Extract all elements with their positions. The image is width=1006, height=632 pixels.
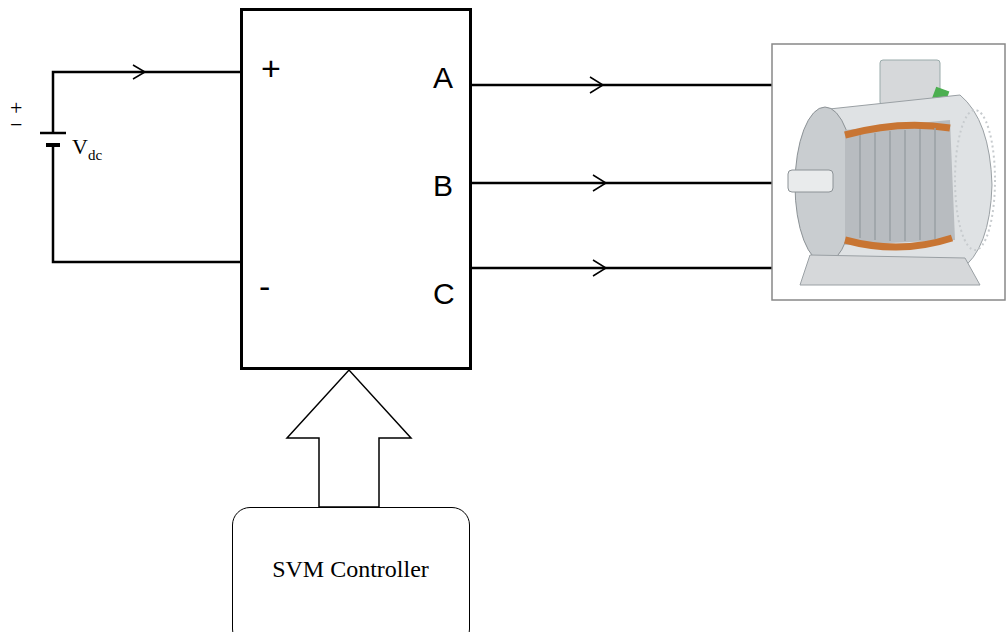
control-arrow [287, 370, 411, 507]
terminal-label: C [433, 279, 455, 309]
terminal-label: - [259, 269, 270, 303]
controller-box: SVM Controller [232, 507, 470, 632]
terminal-label: B [433, 171, 453, 201]
motor-illustration [772, 44, 1005, 300]
terminal-label: A [433, 63, 453, 93]
phase-lines [472, 77, 775, 276]
voltage-symbol: V [72, 136, 88, 158]
inverter-box: + - A B C [240, 8, 472, 370]
dc-source-wiring [40, 65, 240, 262]
voltage-subscript: dc [88, 148, 102, 163]
box-title: SVM Controller [272, 557, 429, 581]
terminal-label: + [261, 51, 281, 85]
polarity-sign: − [10, 114, 22, 136]
